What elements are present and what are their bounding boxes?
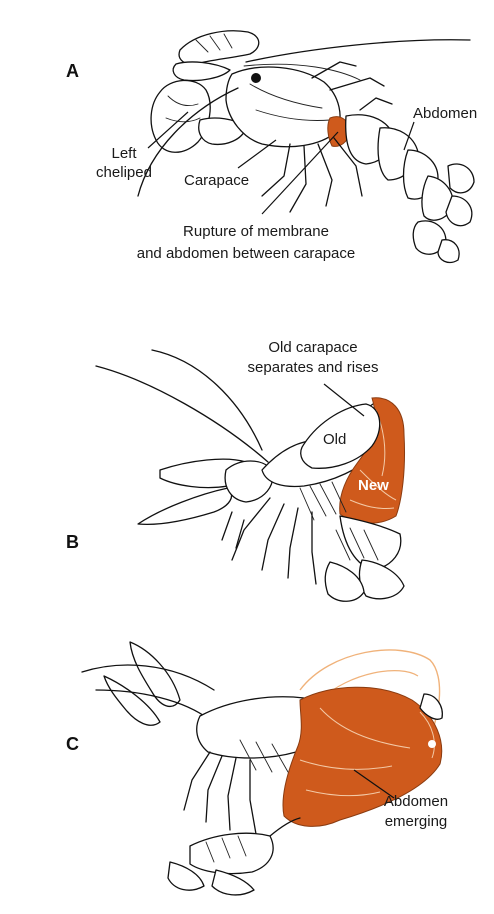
panel-b-letter: B <box>66 532 79 552</box>
abdomen-emerging-label-line1: Abdomen <box>384 793 448 810</box>
panel-b: B <box>66 339 405 601</box>
panel-c: C <box>66 642 448 895</box>
rupture-label-line1: Rupture of membrane <box>183 223 329 240</box>
panel-b-crayfish-drawing <box>96 350 405 601</box>
abdomen-label: Abdomen <box>413 105 477 122</box>
carapace-label: Carapace <box>184 172 249 189</box>
old-carapace-label-line1: Old carapace <box>268 339 357 356</box>
carapace-leader-line <box>238 140 276 168</box>
old-carapace-label-line2: separates and rises <box>248 359 379 376</box>
new-shell-label: New <box>358 477 389 494</box>
rupture-label-line2: and abdomen between carapace <box>137 245 356 262</box>
panel-c-letter: C <box>66 734 79 754</box>
old-shell-label: Old <box>323 431 346 448</box>
abdomen-emerging-label-line2: emerging <box>385 813 448 830</box>
left-cheliped-label-line1: Left <box>111 145 137 162</box>
left-cheliped-label-line2: cheliped <box>96 164 152 181</box>
panel-a-letter: A <box>66 61 79 81</box>
panel-c-crayfish-drawing <box>82 642 442 895</box>
panel-a: A <box>66 31 477 263</box>
